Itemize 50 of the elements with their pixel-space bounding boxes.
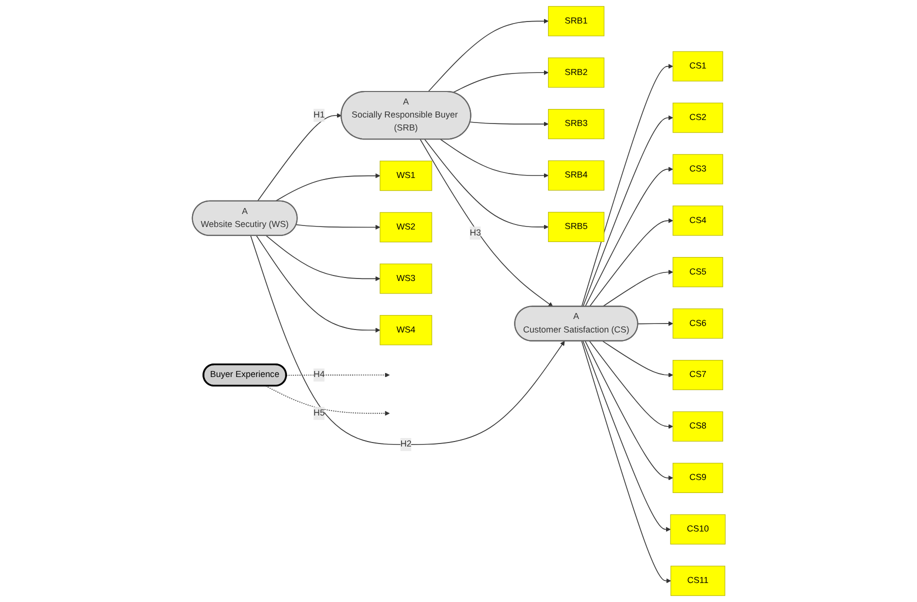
node-box: SRB5 [548,212,604,242]
arrow [427,18,548,92]
node-box: CS1 [672,51,723,82]
arrow [440,138,548,178]
arrow [424,138,548,230]
arrow [265,235,380,282]
edge-label: H3 [469,228,481,238]
node-box: WS2 [379,212,432,242]
arrow [580,340,671,584]
node-box: WS3 [379,264,432,294]
node-box: CS4 [672,206,723,236]
arrow [256,235,380,333]
arrow [582,115,673,308]
node-box: CS7 [672,360,723,390]
arrow [588,218,673,308]
node-box: CS11 [670,566,725,596]
arrow [286,372,390,378]
edge-label: H2 [400,440,412,449]
arrow [469,122,548,126]
edge-label: H4 [313,370,324,380]
node-box: CS9 [672,462,723,493]
arrow [274,173,380,202]
node-box: SRB4 [548,160,604,191]
arrow [256,113,342,202]
node-box: WS1 [379,160,432,191]
node-box: SRB1 [548,6,604,36]
arrow [602,270,673,308]
arrow [584,340,673,480]
arrow [452,70,548,93]
arrow [584,166,673,308]
arrow [637,321,673,326]
arrow [295,224,380,230]
node-box: CS8 [672,411,723,442]
arrow [602,340,673,378]
node-box: CS2 [672,102,723,133]
node-box: CS5 [672,257,723,288]
arrow [265,386,390,416]
arrow [419,138,553,307]
arrow [250,235,564,445]
arrow [580,64,673,308]
node-box: CS6 [672,308,723,339]
arrow [582,340,670,532]
node-box: SRB2 [548,58,604,88]
node-box: WS4 [379,315,432,346]
edge-label: H5 [313,408,324,418]
node-box: CS10 [670,514,726,544]
arrow [588,340,673,429]
node-box: CS3 [672,154,723,184]
edge-label: H1 [313,110,324,120]
node-box: SRB3 [548,109,604,140]
